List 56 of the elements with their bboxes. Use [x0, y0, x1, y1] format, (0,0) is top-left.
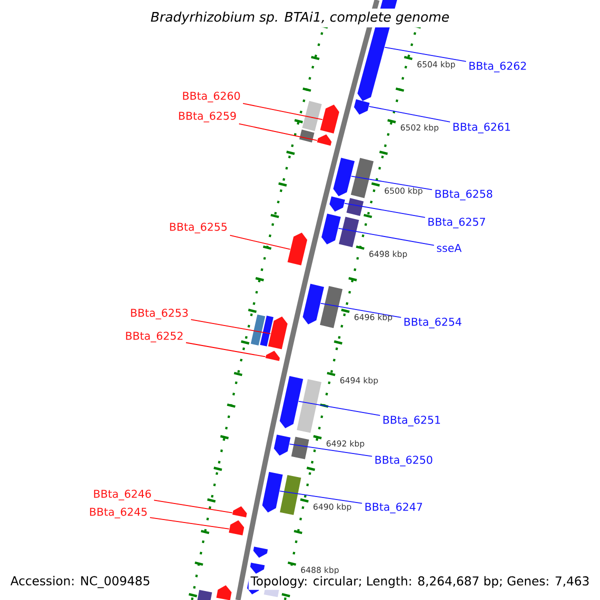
gene-label: BBta_6250 [375, 456, 432, 466]
gene-label: BBta_6258 [435, 190, 492, 200]
scale-label: 6502 kbp [400, 124, 438, 132]
leader-line [242, 102, 323, 120]
gene-label: BBta_6254 [404, 318, 462, 328]
gene-glyph [330, 196, 346, 212]
scale-label: 6498 kbp [369, 250, 407, 259]
scale-label: 6490 kbp [314, 503, 352, 512]
scale-label: 6494 kbp [340, 377, 378, 385]
gene-glyph [232, 506, 247, 518]
scale-label: 6492 kbp [326, 440, 364, 448]
gene-label: BBta_6251 [383, 416, 440, 426]
leader-line [289, 444, 372, 457]
leader-line [298, 400, 380, 416]
gene-label: BBta_6247 [365, 502, 422, 514]
gene-glyph [354, 99, 370, 115]
gene-label: sseA [437, 244, 462, 252]
leader-line [384, 46, 466, 62]
gene-glyph [288, 232, 308, 266]
gene-label: BBta_6261 [453, 122, 510, 134]
gene-glyph [280, 376, 304, 428]
leader-line [238, 123, 318, 141]
gene-label: BBta_6262 [469, 62, 526, 72]
gene-label: BBta_6260 [183, 92, 240, 102]
leader-line [368, 106, 450, 122]
gene-glyph [228, 520, 244, 536]
scale-label: 6496 kbp [354, 314, 392, 322]
leader-line [279, 490, 362, 504]
footer-text: Accession: NC_009485 [8, 574, 152, 590]
gene-glyph [302, 284, 324, 324]
scale-label: 6504 kbp [417, 61, 455, 69]
gene-glyph [216, 585, 232, 600]
scale-label: 6500 kbp [384, 187, 422, 196]
leader-line [350, 176, 432, 190]
gene-glyph [274, 434, 291, 456]
leader-line [154, 500, 233, 514]
leader-line [320, 302, 402, 318]
gene-label: BBta_6255 [170, 222, 227, 234]
leader-line [230, 234, 291, 250]
gene-label: BBta_6245 [90, 508, 147, 518]
title: Bradyrhizobium sp. BTAi1, complete genome [148, 8, 452, 28]
leader-line [344, 202, 426, 218]
leader-line [190, 319, 271, 334]
gene-label: BBta_6252 [126, 332, 182, 342]
gene-glyph [317, 134, 332, 146]
leader-line [150, 517, 230, 530]
leader-line [186, 342, 266, 358]
gene-label: BBta_6257 [428, 218, 485, 228]
gene-label: BBta_6253 [131, 308, 188, 320]
footer-text: Topology: circular; Length: 8,264,687 bp; Genes: 7,463 [248, 574, 592, 590]
gene-label: BBta_6259 [179, 112, 236, 122]
gene-glyph [265, 350, 280, 362]
gene-label: BBta_6246 [94, 490, 151, 500]
gene-glyph [262, 472, 283, 512]
leader-line [338, 228, 434, 246]
scale-label: 6488 kbp [301, 566, 339, 575]
